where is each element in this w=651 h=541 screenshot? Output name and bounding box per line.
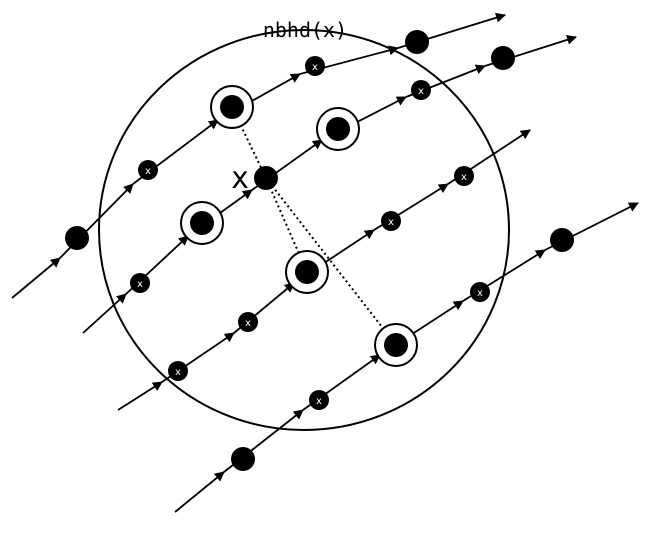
- flow-segment: [117, 381, 163, 411]
- trajectory-node: [254, 166, 278, 190]
- marked-node-label: x: [175, 367, 181, 378]
- marked-node: [454, 166, 474, 186]
- neighborhood-label: nbhd(x): [263, 18, 347, 42]
- marked-node: [305, 56, 325, 76]
- marked-node-label: x: [461, 172, 467, 183]
- trajectory-node: [491, 46, 515, 70]
- marked-node: [138, 160, 158, 180]
- trajectory-nodes: x x x x x x x x x x: [65, 30, 574, 471]
- trajectory-node: [550, 228, 574, 252]
- dotted-connector: [231, 106, 267, 179]
- marked-node: [168, 361, 188, 381]
- neighbor-node: [295, 260, 319, 284]
- neighbor-node: [220, 95, 244, 119]
- marked-node-label: x: [145, 166, 151, 177]
- trajectory-node: [65, 226, 89, 250]
- marked-node: [130, 273, 150, 293]
- neighborhood-circle: [98, 29, 510, 431]
- marked-node-label: x: [316, 396, 322, 407]
- marked-node: [238, 312, 258, 332]
- marked-node-label: x: [388, 217, 394, 228]
- flow-segment: [174, 471, 225, 513]
- flow-segment: [82, 293, 127, 334]
- marked-node: [309, 390, 329, 410]
- marked-node: [411, 80, 431, 100]
- marked-node: [470, 282, 490, 302]
- marked-node-label: x: [137, 279, 143, 290]
- marked-node-label: x: [418, 86, 424, 97]
- dotted-connectors: [231, 106, 397, 346]
- trajectory-node: [231, 447, 255, 471]
- dotted-connector: [265, 177, 397, 346]
- marked-node: [381, 211, 401, 231]
- neighbor-node: [326, 117, 350, 141]
- marked-node-label: x: [477, 288, 483, 299]
- marked-node-label: x: [245, 318, 251, 329]
- neighbor-node: [384, 333, 408, 357]
- center-point-label: x: [231, 161, 249, 196]
- trajectory-node: [405, 30, 429, 54]
- neighbor-node: [190, 211, 214, 235]
- flow-segment: [11, 257, 61, 299]
- marked-node-label: x: [312, 62, 318, 73]
